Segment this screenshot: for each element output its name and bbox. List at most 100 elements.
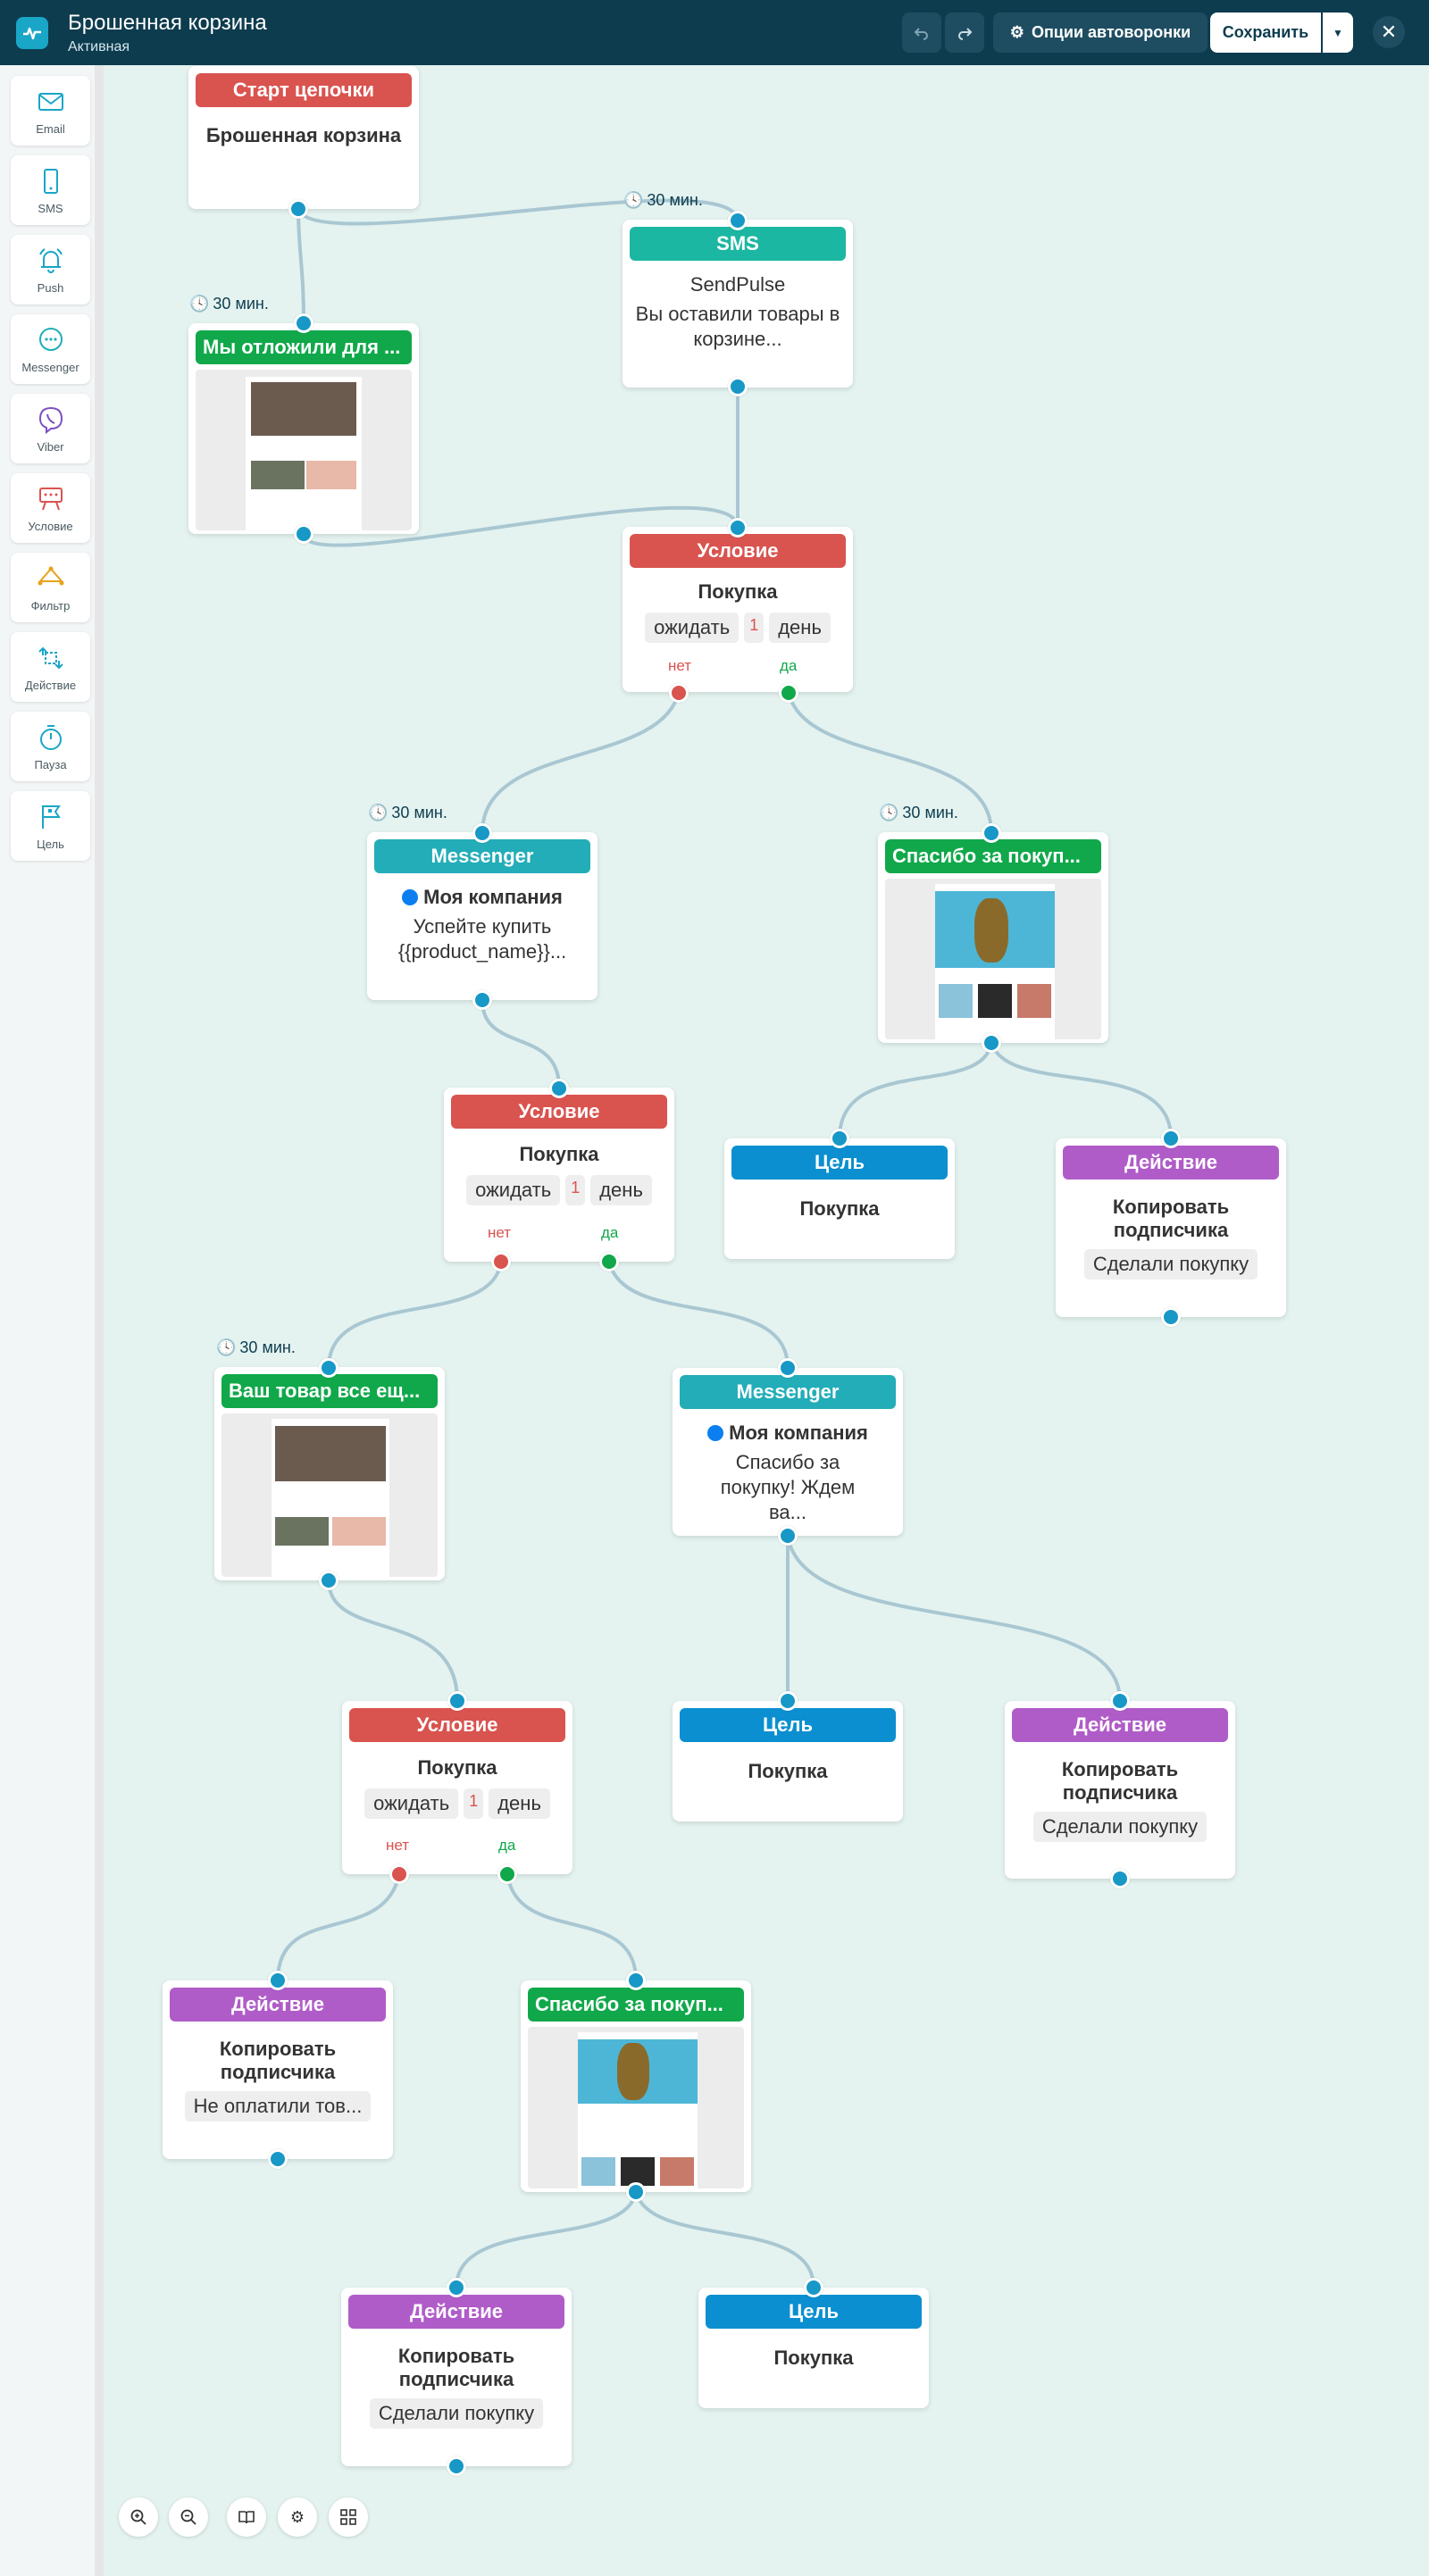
edge-start-sms bbox=[297, 198, 740, 226]
action-node[interactable]: Действие Копировать подписчика Сделали п… bbox=[1056, 1138, 1286, 1317]
palette-item-sms[interactable]: SMS bbox=[11, 155, 90, 225]
input-port[interactable] bbox=[319, 1358, 338, 1378]
input-port[interactable] bbox=[549, 1079, 569, 1098]
layout-button[interactable] bbox=[329, 2497, 368, 2537]
action-node[interactable]: Действие Копировать подписчика Сделали п… bbox=[1005, 1701, 1235, 1879]
zoom-out-icon bbox=[180, 2509, 196, 2525]
output-port[interactable] bbox=[778, 1526, 798, 1546]
zoom-out-button[interactable] bbox=[169, 2497, 208, 2537]
undo-button[interactable] bbox=[902, 13, 941, 53]
start-node[interactable]: Старт цепочки Брошенная корзина bbox=[188, 66, 419, 209]
email-node[interactable]: Спасибо за покуп... bbox=[521, 1980, 751, 2192]
email-node[interactable]: Спасибо за покуп... bbox=[878, 832, 1108, 1043]
clock-icon: 🕓 bbox=[623, 191, 644, 209]
node-header: Действие bbox=[1063, 1146, 1279, 1180]
output-port[interactable] bbox=[294, 524, 313, 544]
output-port[interactable] bbox=[1161, 1307, 1181, 1327]
edge-cond2-messenger2 bbox=[607, 1261, 790, 1369]
output-port[interactable] bbox=[288, 199, 308, 219]
funnel-options-button[interactable]: ⚙ Опции автоворонки bbox=[993, 13, 1208, 53]
input-port[interactable] bbox=[728, 518, 748, 538]
palette-item-action[interactable]: Действие bbox=[11, 632, 90, 702]
messenger-node[interactable]: Messenger Моя компания Успейте купить {{… bbox=[367, 832, 598, 1000]
output-port[interactable] bbox=[268, 2149, 288, 2169]
edge-email2-goal1 bbox=[838, 1042, 993, 1139]
help-guide-button[interactable] bbox=[227, 2497, 266, 2537]
delay-label: 🕓30 мин. bbox=[879, 804, 958, 821]
email-node[interactable]: Ваш товар все ещ... bbox=[214, 1367, 445, 1580]
app-logo-icon[interactable] bbox=[16, 17, 48, 49]
undo-icon bbox=[914, 27, 928, 40]
output-port[interactable] bbox=[626, 2182, 646, 2202]
input-port[interactable] bbox=[626, 1971, 646, 1990]
output-port[interactable] bbox=[728, 377, 748, 396]
edge-cond3-action3 bbox=[276, 1873, 401, 1981]
sms-node[interactable]: SMS SendPulse Вы оставили товары в корзи… bbox=[623, 220, 853, 388]
branch-no-label: нет bbox=[668, 657, 692, 674]
palette-item-viber[interactable]: Viber bbox=[11, 394, 90, 463]
node-header: Цель bbox=[731, 1146, 948, 1180]
output-port-no[interactable] bbox=[491, 1252, 511, 1271]
palette-item-email[interactable]: Email bbox=[11, 76, 90, 146]
input-port[interactable] bbox=[778, 1691, 798, 1711]
palette-item-goal[interactable]: Цель bbox=[11, 791, 90, 861]
palette-item-label: SMS bbox=[38, 201, 63, 215]
flag-icon bbox=[41, 804, 61, 829]
branch-yes-label: да bbox=[601, 1224, 619, 1241]
goal-node[interactable]: Цель Покупка bbox=[724, 1138, 955, 1259]
output-port-no[interactable] bbox=[669, 683, 689, 703]
condition-node[interactable]: Условие Покупка ожидать 1 день bbox=[342, 1701, 572, 1874]
messenger-account: Моя компания bbox=[423, 886, 563, 908]
input-port[interactable] bbox=[472, 823, 492, 843]
messenger-node[interactable]: Messenger Моя компания Спасибо за покупк… bbox=[673, 1368, 903, 1536]
save-dropdown-button[interactable]: ▼ bbox=[1323, 13, 1353, 53]
goal-name: Покупка bbox=[748, 1760, 828, 1782]
input-port[interactable] bbox=[294, 313, 313, 333]
palette-item-pause[interactable]: Пауза bbox=[11, 712, 90, 781]
bell-icon bbox=[38, 247, 63, 273]
goal-node[interactable]: Цель Покупка bbox=[673, 1701, 903, 1822]
output-port-no[interactable] bbox=[389, 1864, 409, 1884]
output-port-yes[interactable] bbox=[599, 1252, 619, 1271]
edge-cond1-messenger1 bbox=[481, 691, 681, 834]
clock-icon: 🕓 bbox=[368, 804, 389, 821]
save-button[interactable]: Сохранить bbox=[1210, 13, 1321, 53]
edge-messenger2-action2 bbox=[786, 1535, 1122, 1702]
palette-item-push[interactable]: Push bbox=[11, 235, 90, 304]
output-port-yes[interactable] bbox=[497, 1864, 517, 1884]
action-node[interactable]: Действие Копировать подписчика Не оплати… bbox=[163, 1980, 393, 2159]
top-bar: Брошенная корзина Активная ⚙ Опции автов… bbox=[0, 0, 1429, 65]
wait-label: ожидать bbox=[645, 613, 740, 643]
input-port[interactable] bbox=[447, 2278, 466, 2297]
input-port[interactable] bbox=[804, 2278, 823, 2297]
input-port[interactable] bbox=[830, 1129, 849, 1148]
close-button[interactable]: ✕ bbox=[1373, 16, 1405, 48]
palette-item-condition[interactable]: Условие bbox=[11, 473, 90, 543]
palette-item-messenger[interactable]: Messenger bbox=[11, 314, 90, 384]
node-header: Спасибо за покуп... bbox=[885, 839, 1101, 873]
input-port[interactable] bbox=[728, 211, 748, 230]
input-port[interactable] bbox=[778, 1358, 798, 1378]
input-port[interactable] bbox=[982, 823, 1001, 843]
input-port[interactable] bbox=[1110, 1691, 1130, 1711]
output-port[interactable] bbox=[472, 990, 492, 1010]
action-node[interactable]: Действие Копировать подписчика Сделали п… bbox=[341, 2288, 572, 2466]
condition-node[interactable]: Условие Покупка ожидать 1 день bbox=[623, 527, 853, 692]
output-port[interactable] bbox=[1110, 1869, 1130, 1888]
output-port[interactable] bbox=[447, 2456, 466, 2476]
input-port[interactable] bbox=[1161, 1129, 1181, 1148]
node-header: Messenger bbox=[680, 1375, 896, 1409]
output-port[interactable] bbox=[982, 1033, 1001, 1053]
palette-item-filter[interactable]: Фильтр bbox=[11, 553, 90, 622]
condition-node[interactable]: Условие Покупка ожидать 1 день bbox=[444, 1088, 674, 1262]
redo-button[interactable] bbox=[945, 13, 984, 53]
email-node[interactable]: Мы отложили для ... bbox=[188, 323, 419, 534]
output-port[interactable] bbox=[319, 1571, 338, 1590]
input-port[interactable] bbox=[268, 1971, 288, 1990]
output-port-yes[interactable] bbox=[779, 683, 798, 703]
wait-value: 1 bbox=[464, 1788, 484, 1819]
input-port[interactable] bbox=[447, 1691, 467, 1711]
goal-node[interactable]: Цель Покупка bbox=[698, 2288, 929, 2408]
settings-button[interactable]: ⚙ bbox=[278, 2497, 317, 2537]
zoom-in-button[interactable] bbox=[119, 2497, 158, 2537]
